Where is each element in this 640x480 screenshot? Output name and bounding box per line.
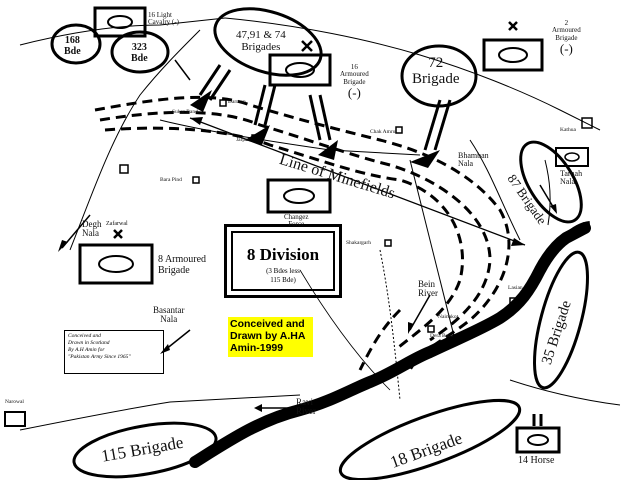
nainakot-label: Nainakot <box>438 314 459 320</box>
shakargarh-label: Shakargarh <box>346 240 371 246</box>
ravi-river <box>189 222 591 468</box>
bara-pind-label: Bara Pind <box>160 177 182 183</box>
lasian-label: Lasian <box>508 285 523 291</box>
division-sub1: (3 Bdes less <box>266 267 300 275</box>
narowal-label: Narowal <box>5 399 24 405</box>
chak-amru-label: Chak Amru <box>370 129 396 135</box>
darman-label: Darman <box>228 99 246 105</box>
brigade-ovals <box>50 7 589 480</box>
minefield-line <box>189 117 526 246</box>
jarpal-label: Jarpal <box>236 137 250 143</box>
horse-14-label: 14 Horse <box>518 455 555 466</box>
division-title: 8 Division <box>246 245 320 264</box>
8-division-box: 8 Division (3 Bdes less 115 Bde) <box>224 224 342 298</box>
zafarwal-label: Zafarwal <box>106 221 128 227</box>
border-line <box>19 17 226 46</box>
author-note: Conceived and Drawn in Scotland By A.H A… <box>64 330 164 374</box>
dera-baba-label: Dera Baba <box>430 333 454 339</box>
division-sub2: 115 Bde) <box>270 276 296 284</box>
kathua-label: Kathua <box>560 127 576 133</box>
sukar-band-label: Sukar Band <box>172 109 198 115</box>
unit-symbols <box>4 6 589 454</box>
credit-box: Conceived and Drawn by A.HA Amin-1999 <box>228 317 313 357</box>
attack-arrows <box>198 64 452 151</box>
